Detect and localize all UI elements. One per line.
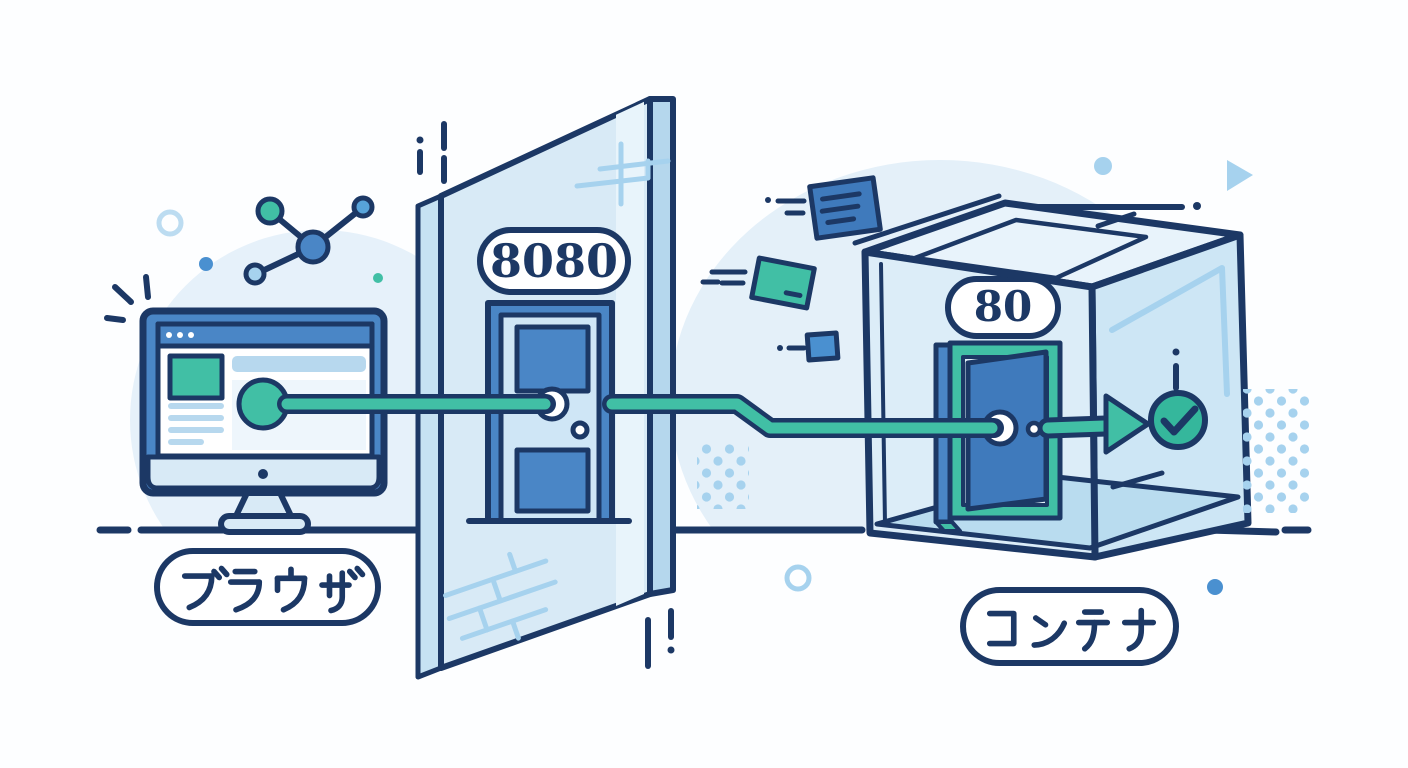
wall-left-edge xyxy=(415,193,444,680)
request-pipe xyxy=(236,377,1151,455)
dot-cluster-middle xyxy=(697,443,749,509)
page-image-block xyxy=(167,353,225,401)
browser-label-text xyxy=(181,565,366,614)
triangle-decoration xyxy=(1227,160,1253,191)
molecule-node xyxy=(243,262,267,286)
window-dot xyxy=(188,332,194,338)
dot-cluster-right xyxy=(1243,389,1309,513)
monitor-power-dot xyxy=(258,469,268,479)
firewall-wall: 8080 xyxy=(415,96,676,680)
packet-card-blue xyxy=(807,175,883,241)
brick-lines-top xyxy=(574,141,671,207)
page-text-lines xyxy=(168,403,224,445)
cube-glass-highlight xyxy=(1109,265,1230,397)
browser-title-bar xyxy=(155,321,375,349)
wall-highlight xyxy=(616,100,644,606)
container-door-foot xyxy=(934,520,962,533)
packet-square xyxy=(804,330,841,363)
dot-decoration xyxy=(1207,579,1223,595)
right-decorations xyxy=(784,157,1253,595)
door-inset-top xyxy=(514,324,591,394)
molecule-icon xyxy=(243,195,375,286)
molecule-node xyxy=(351,195,375,219)
wall-door-knob xyxy=(570,420,590,440)
container-port-badge: 80 xyxy=(945,276,1061,339)
host-port-badge: 8080 xyxy=(477,227,631,295)
brick-lines-bottom xyxy=(443,551,558,641)
window-dot xyxy=(166,332,172,338)
wall-right-edge xyxy=(647,96,676,597)
ring-decoration xyxy=(784,564,812,592)
sparkle-icon xyxy=(104,274,151,323)
molecule-node xyxy=(295,229,331,265)
ring-decoration xyxy=(156,209,184,237)
cube-left-inner-line xyxy=(879,262,887,526)
packet-card-teal xyxy=(749,255,817,311)
container-cube: 80 xyxy=(852,193,1252,561)
host-port-number: 8080 xyxy=(490,234,618,288)
container-port-number: 80 xyxy=(974,282,1032,331)
data-packet-cards xyxy=(700,175,883,363)
dash-decorations xyxy=(416,121,675,669)
arrow-right-icon xyxy=(1103,393,1151,455)
container-door-knob xyxy=(1025,420,1043,438)
cube-sketch-accents xyxy=(852,193,1201,246)
window-dot xyxy=(177,332,183,338)
monitor-base xyxy=(218,513,311,535)
cube-front-face-outline xyxy=(861,248,1099,561)
floor-accent-line xyxy=(1110,470,1165,490)
dot-decoration xyxy=(1094,157,1112,175)
check-circle-icon xyxy=(1148,348,1208,450)
dot-decoration xyxy=(373,273,383,283)
dot-decoration xyxy=(199,257,213,271)
motion-dashes xyxy=(700,197,807,351)
browser-label-pill xyxy=(154,548,381,626)
molecule-node xyxy=(255,196,285,226)
page-heading-bar xyxy=(232,356,366,372)
container-label-text xyxy=(986,607,1157,652)
left-decorations xyxy=(156,209,383,283)
container-label-pill xyxy=(960,587,1179,666)
door-inset-bottom xyxy=(514,447,591,514)
